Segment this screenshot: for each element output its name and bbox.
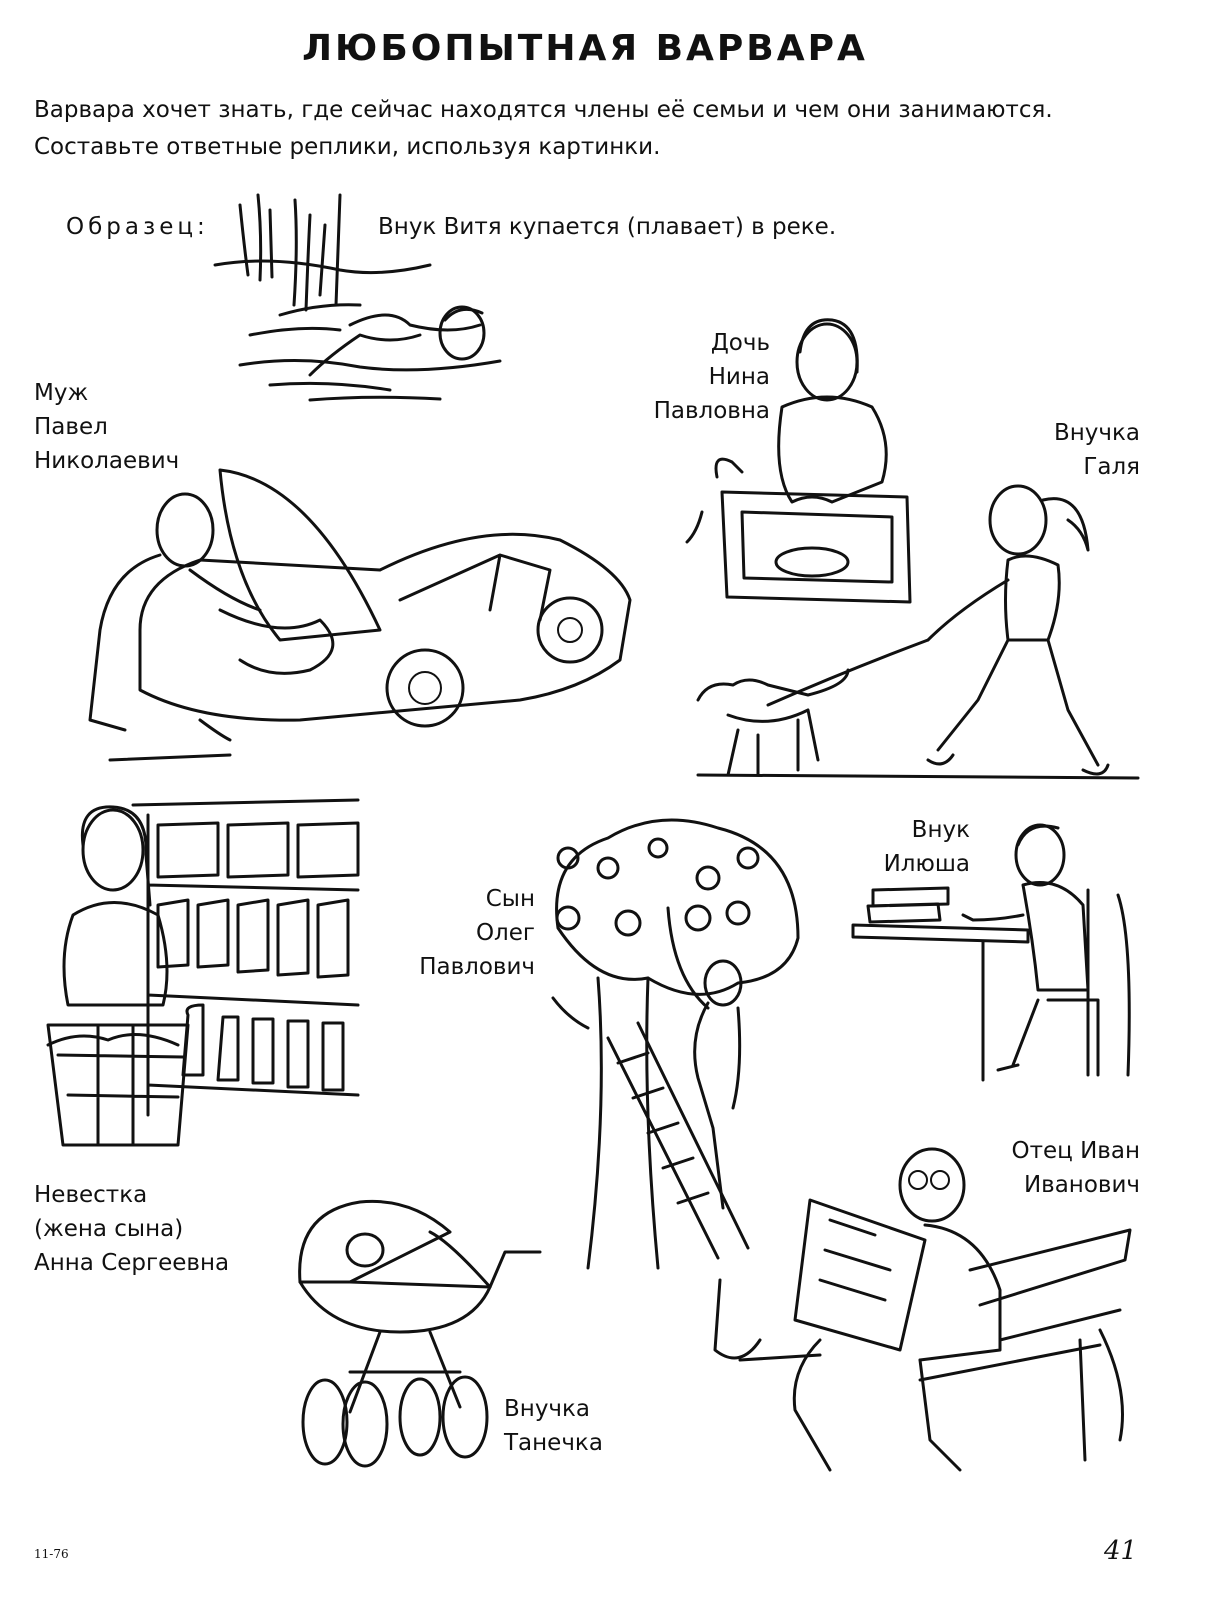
- father-name: Отец Иван: [1011, 1138, 1140, 1164]
- car-repair-illustration: [88, 468, 632, 762]
- page-number: 41: [1104, 1536, 1138, 1566]
- supermarket-shelves-illustration: [46, 798, 360, 1147]
- washing-dishes-illustration: [685, 318, 912, 604]
- grandson-ilyusha-label: Внук Илюша: [820, 813, 970, 881]
- grandfather-newspaper-bench-illustration: [713, 1147, 1132, 1472]
- father-label: Отец Иван Иванович: [940, 1134, 1140, 1202]
- granddaughter-galya-role: Внучка: [1053, 420, 1140, 446]
- son-label: Сын Олег Павлович: [385, 882, 535, 984]
- daughter-in-law-label: Невестка (жена сына) Анна Сергеевна: [34, 1178, 229, 1280]
- daughter-label: Дочь Нина Павловна: [620, 326, 770, 428]
- granddaughter-galya-name: Галя: [1083, 454, 1140, 480]
- footer-code: 11-76: [34, 1547, 69, 1561]
- father-patronymic: Иванович: [1023, 1172, 1140, 1198]
- daughter-first-name: Нина: [708, 364, 770, 390]
- son-patronymic: Павлович: [419, 954, 535, 980]
- grandson-ilyusha-role: Внук: [911, 817, 970, 843]
- page-title: ЛЮБОПЫТНАЯ ВАРВАРА: [302, 28, 868, 69]
- apple-tree-ladder-illustration: [551, 818, 800, 1270]
- granddaughter-galya-label: Внучка Галя: [990, 416, 1140, 484]
- husband-patronymic: Николаевич: [34, 448, 180, 474]
- granddaughter-tanechka-name: Танечка: [504, 1430, 603, 1456]
- instructions: Варвара хочет знать, где сейчас находятс…: [34, 92, 1164, 166]
- granddaughter-tanechka-role: Внучка: [504, 1396, 591, 1422]
- daughter-in-law-note: (жена сына): [34, 1216, 184, 1242]
- instructions-line-1: Варвара хочет знать, где сейчас находятс…: [34, 97, 1053, 123]
- swimming-boy-illustration: [213, 193, 502, 402]
- daughter-in-law-role: Невестка: [34, 1182, 148, 1208]
- daughter-patronymic: Павловна: [653, 398, 770, 424]
- husband-label: Муж Павел Николаевич: [34, 376, 179, 478]
- daughter-role: Дочь: [710, 330, 770, 356]
- sample-label: Образец:: [66, 214, 209, 240]
- grandson-ilyusha-name: Илюша: [883, 851, 970, 877]
- husband-role: Муж: [34, 380, 89, 406]
- granddaughter-tanechka-label: Внучка Танечка: [504, 1392, 603, 1460]
- girl-walking-dog-illustration: [696, 484, 1140, 780]
- sample-text: Внук Витя купается (плавает) в реке.: [378, 214, 837, 240]
- son-role: Сын: [485, 886, 535, 912]
- instructions-line-2: Составьте ответные реплики, используя ка…: [34, 134, 661, 160]
- boy-writing-desk-illustration: [851, 823, 1131, 1082]
- daughter-in-law-name: Анна Сергеевна: [34, 1250, 230, 1276]
- son-first-name: Олег: [475, 920, 535, 946]
- baby-pram-illustration: [298, 1199, 542, 1468]
- husband-first-name: Павел: [34, 414, 108, 440]
